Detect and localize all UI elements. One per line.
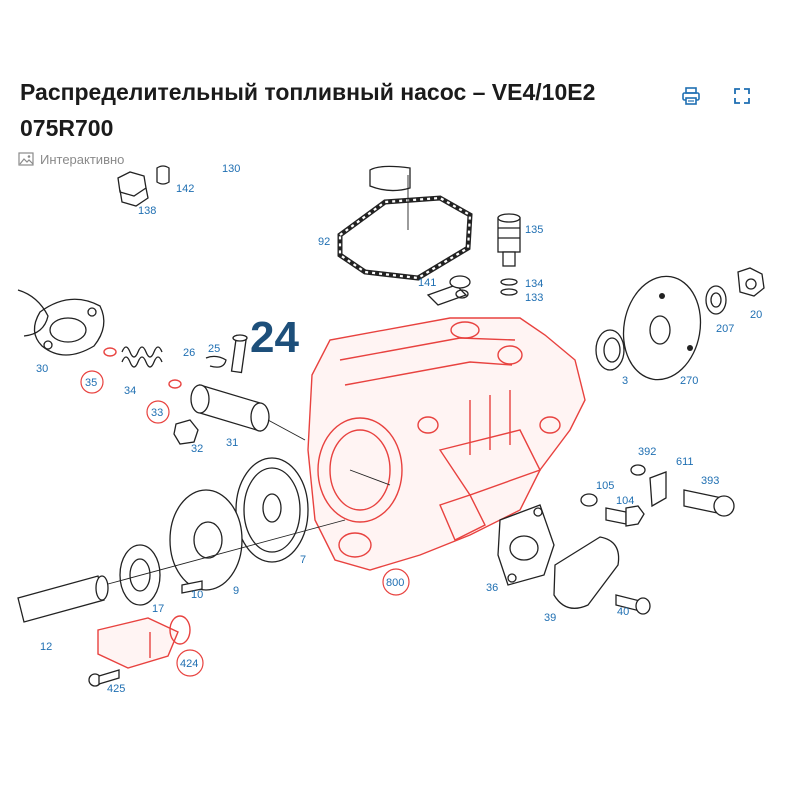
part-425-screw[interactable] xyxy=(88,669,120,687)
label-10[interactable]: 10 xyxy=(191,589,203,601)
label-393[interactable]: 393 xyxy=(701,475,719,487)
expand-icon xyxy=(734,88,750,104)
part-40-bolt[interactable] xyxy=(615,594,651,615)
label-133[interactable]: 133 xyxy=(525,292,543,304)
label-32[interactable]: 32 xyxy=(191,443,203,455)
part-3-seal[interactable] xyxy=(595,329,625,371)
label-36[interactable]: 36 xyxy=(486,582,498,594)
label-424[interactable]: 424 xyxy=(180,658,198,670)
part-9-plate[interactable] xyxy=(169,489,243,591)
part-270-flange[interactable] xyxy=(616,270,709,386)
label-31[interactable]: 31 xyxy=(226,437,238,449)
part-207-washer[interactable] xyxy=(705,285,727,315)
label-104[interactable]: 104 xyxy=(616,495,634,507)
part-7-pulley[interactable] xyxy=(235,457,309,563)
part-31-piston[interactable] xyxy=(190,384,306,441)
label-611[interactable]: 611 xyxy=(676,456,694,468)
label-26[interactable]: 26 xyxy=(183,347,195,359)
label-33[interactable]: 33 xyxy=(151,407,163,419)
expand-button[interactable] xyxy=(728,82,756,110)
part-424-solenoid[interactable] xyxy=(97,615,191,669)
exploded-parts-diagram[interactable]: 24 138 142 130 92 135 141 134 133 207 20… xyxy=(0,160,800,700)
group-number: 24 xyxy=(250,313,299,362)
label-135[interactable]: 135 xyxy=(525,224,543,236)
part-611-plate[interactable] xyxy=(649,471,667,508)
label-25[interactable]: 25 xyxy=(208,343,220,355)
part-30-flange[interactable] xyxy=(17,289,105,356)
label-141[interactable]: 141 xyxy=(418,277,436,289)
part-36-flange[interactable] xyxy=(497,504,555,586)
label-138[interactable]: 138 xyxy=(138,205,156,217)
part-35-oring[interactable] xyxy=(103,347,117,357)
label-30[interactable]: 30 xyxy=(36,363,48,375)
label-17[interactable]: 17 xyxy=(152,603,164,615)
label-270[interactable]: 270 xyxy=(680,375,698,387)
label-9[interactable]: 9 xyxy=(233,585,239,597)
label-207[interactable]: 207 xyxy=(716,323,734,335)
part-92-gasket[interactable] xyxy=(337,165,473,281)
part-34-spring[interactable] xyxy=(121,346,163,368)
label-130[interactable]: 130 xyxy=(222,163,240,175)
label-20[interactable]: 20 xyxy=(750,309,762,321)
part-141-bracket[interactable] xyxy=(426,275,471,306)
image-icon xyxy=(18,152,34,166)
label-392[interactable]: 392 xyxy=(638,446,656,458)
label-134[interactable]: 134 xyxy=(525,278,543,290)
label-142[interactable]: 142 xyxy=(176,183,194,195)
part-135-valve[interactable] xyxy=(497,213,521,296)
label-105[interactable]: 105 xyxy=(596,480,614,492)
label-34[interactable]: 34 xyxy=(124,385,136,397)
part-800-pump-housing[interactable] xyxy=(307,317,586,571)
part-392-washer[interactable] xyxy=(630,464,646,476)
part-138-nut[interactable] xyxy=(117,165,170,207)
interactive-indicator[interactable]: Интерактивно xyxy=(18,150,124,168)
label-3[interactable]: 3 xyxy=(622,375,628,387)
printer-icon xyxy=(682,87,700,105)
part-26-clip[interactable] xyxy=(205,355,227,368)
part-105-washer[interactable] xyxy=(580,493,598,507)
label-39[interactable]: 39 xyxy=(544,612,556,624)
part-39-cover[interactable] xyxy=(553,536,620,609)
part-32-slider[interactable] xyxy=(173,419,199,445)
label-35[interactable]: 35 xyxy=(85,377,97,389)
part-10-screw[interactable] xyxy=(181,580,203,594)
part-33-oring[interactable] xyxy=(168,379,182,389)
part-25-pin[interactable] xyxy=(230,334,248,374)
label-92[interactable]: 92 xyxy=(318,236,330,248)
label-12[interactable]: 12 xyxy=(40,641,52,653)
print-button[interactable] xyxy=(677,82,705,110)
part-104-bolt[interactable] xyxy=(605,505,645,527)
part-20-nut[interactable] xyxy=(737,267,765,297)
label-800[interactable]: 800 xyxy=(386,577,404,589)
label-40[interactable]: 40 xyxy=(617,606,629,618)
page-title: Распределительный топливный насос – VE4/… xyxy=(20,79,596,141)
part-12-shaft[interactable] xyxy=(17,519,346,623)
label-7[interactable]: 7 xyxy=(300,554,306,566)
interactive-label: Интерактивно xyxy=(40,151,125,167)
label-425[interactable]: 425 xyxy=(107,683,125,695)
part-393-screw[interactable] xyxy=(683,489,735,517)
